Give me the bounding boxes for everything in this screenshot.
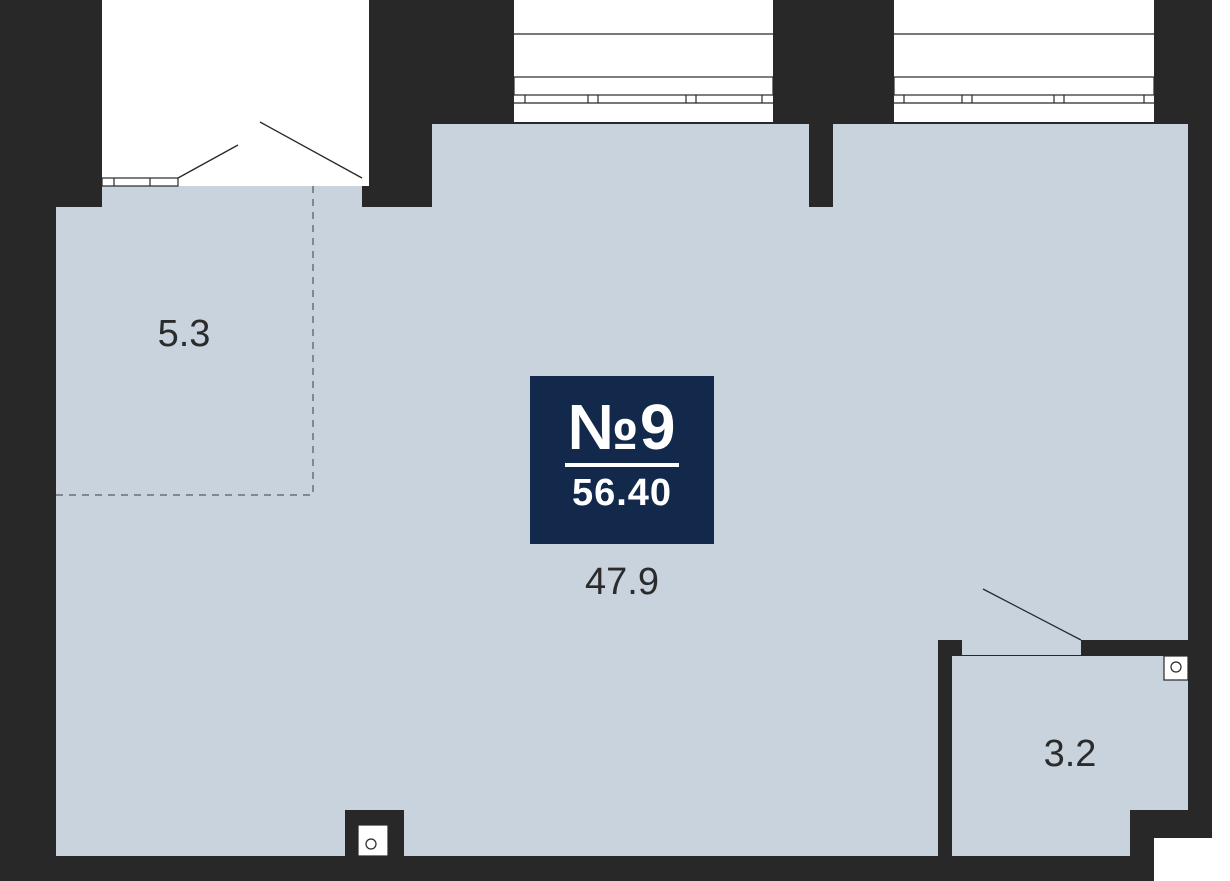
outside-window-2: [894, 0, 1154, 122]
window-icon: [513, 33, 774, 104]
apartment-number: №9: [567, 391, 677, 463]
room-area-bathroom: 3.2: [1044, 733, 1097, 775]
apartment-badge: №9 56.40: [530, 376, 714, 544]
shaft-icon: [1163, 655, 1189, 681]
outside-window-1: [514, 0, 773, 122]
bathroom-floor: [952, 656, 1188, 856]
apartment-total-area: 56.40: [571, 472, 673, 514]
outside-top-left: [102, 0, 369, 186]
badge-divider: [565, 463, 679, 467]
shaft-icon: [357, 824, 389, 857]
outside-top-right: [1154, 0, 1230, 881]
room-area-hall: 5.3: [158, 313, 211, 355]
apartment-badge-bg: [530, 376, 714, 544]
window-icon: [893, 33, 1155, 104]
room-area-main: 47.9: [585, 561, 659, 603]
window-icon: [101, 177, 179, 187]
door-swing-icon: [177, 121, 1082, 641]
